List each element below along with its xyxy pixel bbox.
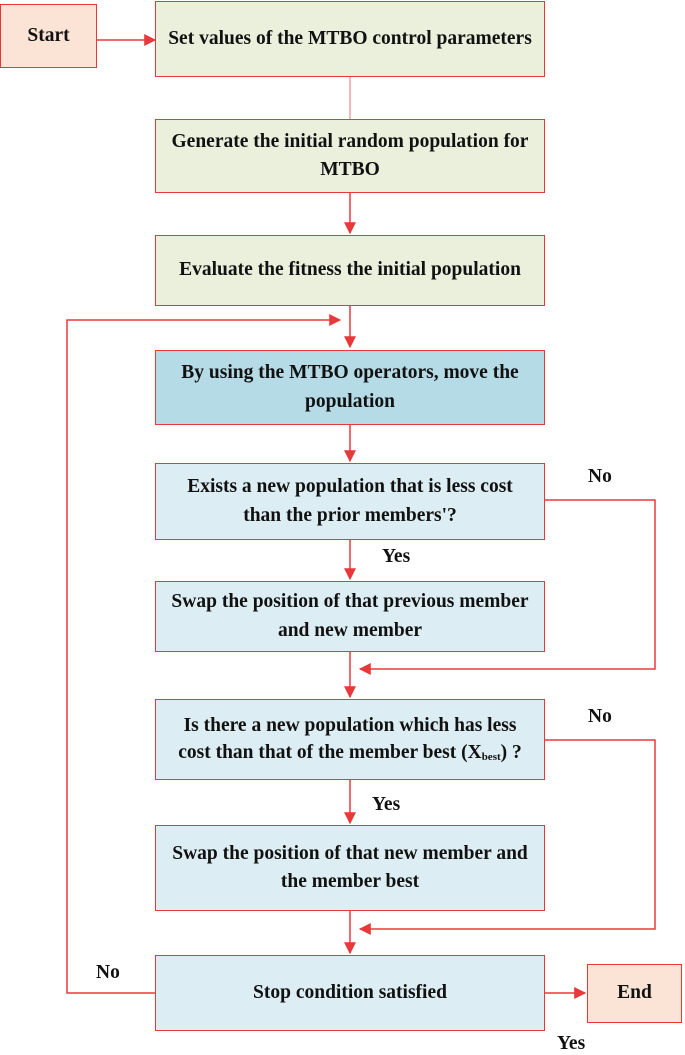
arrow-decision1-no — [358, 499, 656, 675]
decision1-node: Exists a new population that is less cos… — [155, 463, 545, 540]
arrow-stop-no-loop — [66, 314, 342, 994]
swap2-node: Swap the position of that new member and… — [155, 825, 545, 911]
end-node: End — [587, 964, 682, 1023]
decision1-no-label: No — [588, 466, 612, 487]
set-params-node: Set values of the MTBO control parameter… — [155, 1, 545, 77]
start-label: Start — [27, 24, 70, 46]
stop-yes-label: Yes — [557, 1033, 586, 1054]
decision1-label: Exists a new population that is less cos… — [187, 476, 513, 526]
swap1-node: Swap the position of that previous membe… — [155, 581, 545, 652]
stop-label: Stop condition satisfied — [253, 981, 447, 1003]
generate-label: Generate the initial random population f… — [171, 130, 529, 180]
decision2-yes-label: Yes — [372, 794, 401, 815]
evaluate-node: Evaluate the fitness the initial populat… — [155, 235, 545, 306]
arrow-decision2-no — [358, 739, 656, 935]
swap1-label: Swap the position of that previous membe… — [171, 591, 529, 641]
start-node: Start — [0, 4, 97, 68]
decision1-yes-label: Yes — [382, 546, 411, 567]
end-label: End — [617, 982, 652, 1004]
decision2-node: Is there a new population which has less… — [155, 699, 545, 780]
decision2-label: Is there a new population which has less… — [166, 713, 534, 767]
stop-no-label: No — [96, 962, 120, 983]
decision2-no-label: No — [588, 706, 612, 727]
set-params-label: Set values of the MTBO control parameter… — [168, 27, 532, 49]
evaluate-label: Evaluate the fitness the initial populat… — [179, 259, 521, 281]
stop-node: Stop condition satisfied — [155, 955, 545, 1031]
generate-node: Generate the initial random population f… — [155, 119, 545, 193]
move-node: By using the MTBO operators, move the po… — [155, 350, 545, 425]
decision2-text: Is there a new population which has less… — [178, 714, 517, 763]
move-label: By using the MTBO operators, move the po… — [181, 362, 519, 412]
swap2-label: Swap the position of that new member and… — [172, 842, 528, 892]
decision2-subscript: best — [481, 750, 501, 763]
decision2-text-end: ) ? — [500, 741, 522, 763]
